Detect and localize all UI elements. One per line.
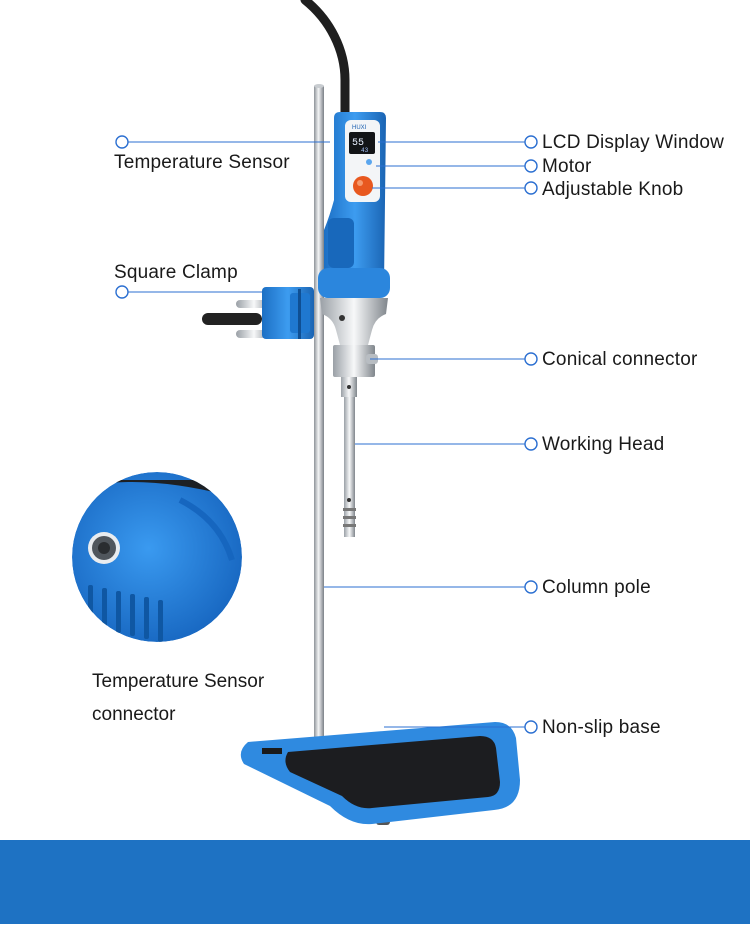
marker-working-head — [524, 437, 538, 451]
marker-temperature-sensor — [115, 135, 129, 149]
label-temperature-sensor-connector: Temperature Sensor connector — [92, 665, 264, 731]
marker-adjustable-knob — [524, 181, 538, 195]
label-column-pole: Column pole — [542, 577, 651, 598]
callout-lines — [128, 141, 525, 728]
label-adjustable-knob: Adjustable Knob — [542, 179, 684, 200]
label-temperature-sensor-connector-line2: connector — [92, 704, 176, 725]
svg-text:HUXI: HUXI — [352, 125, 367, 131]
square-clamp — [202, 287, 314, 339]
motor-body: HUXI 55 43 — [318, 112, 390, 298]
marker-square-clamp — [115, 285, 129, 299]
column-pole — [314, 86, 324, 740]
bottom-band — [0, 840, 750, 924]
label-working-head: Working Head — [542, 434, 665, 455]
marker-lcd-display-window — [524, 135, 538, 149]
label-square-clamp: Square Clamp — [114, 262, 238, 283]
label-lcd-display-window: LCD Display Window — [542, 132, 725, 153]
sensor-zoom-circle — [72, 472, 242, 642]
adjustable-knob — [353, 176, 373, 196]
label-conical-connector: Conical connector — [542, 349, 698, 370]
svg-text:43: 43 — [361, 147, 369, 154]
power-cable — [300, 0, 350, 123]
label-temperature-sensor-connector-line1: Temperature Sensor — [92, 671, 265, 692]
marker-column-pole — [524, 580, 538, 594]
label-temperature-sensor: Temperature Sensor — [114, 152, 290, 173]
label-non-slip-base: Non-slip base — [542, 717, 661, 738]
callout-markers — [115, 135, 538, 734]
marker-non-slip-base — [524, 720, 538, 734]
marker-conical-connector — [524, 352, 538, 366]
svg-text:55: 55 — [352, 138, 364, 149]
label-motor: Motor — [542, 156, 592, 177]
marker-motor — [524, 159, 538, 173]
non-slip-base — [240, 722, 521, 825]
conical-connector — [320, 298, 388, 377]
working-head — [341, 377, 357, 537]
